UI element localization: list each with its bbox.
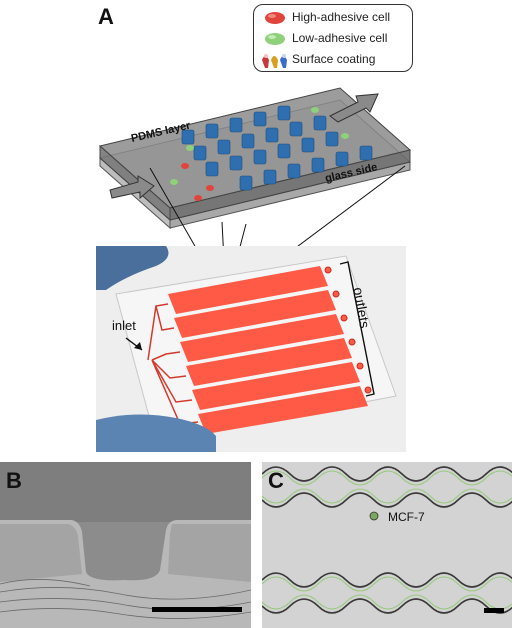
legend: High-adhesive cell Low-adhesive cell Sur… (253, 4, 413, 72)
glove-bottom (96, 414, 216, 452)
wavy-channel-walls (262, 466, 512, 614)
micrograph-c: C MCF-7 (262, 462, 512, 628)
scale-bar-b (152, 607, 242, 612)
micrograph-b: B (0, 462, 251, 628)
glove-top (96, 246, 169, 290)
outlets-bracket (339, 261, 375, 397)
inlet-label: inlet (112, 318, 136, 333)
inlet-flow-arrow (109, 175, 155, 200)
outlet-flow-arrow (329, 93, 379, 123)
device-schematic: PDMS layer glass side (98, 87, 412, 230)
panel-label-c: C (268, 468, 284, 493)
panel-label-a: A (98, 4, 114, 29)
legend-label: Surface coating (292, 52, 376, 66)
inlet-arrow-icon (134, 342, 142, 350)
panel-label-b: B (6, 468, 22, 493)
legend-item-high-adhesive: High-adhesive cell (254, 8, 414, 28)
surface-coating-icon (262, 54, 287, 68)
mcf7-label: MCF-7 (388, 510, 425, 524)
low-adhesive-cell-icon (265, 33, 285, 45)
mcf7-cell (369, 511, 379, 521)
legend-item-low-adhesive: Low-adhesive cell (254, 29, 414, 49)
scale-bar-c (484, 608, 504, 613)
legend-label: Low-adhesive cell (292, 31, 388, 45)
microchannels (168, 266, 368, 434)
legend-item-surface-coating: Surface coating (254, 50, 414, 70)
legend-label: High-adhesive cell (292, 10, 391, 24)
pillar-array (181, 105, 373, 191)
cells (170, 107, 349, 201)
high-adhesive-cell-icon (265, 12, 285, 24)
device-photo: inlet outlets (96, 246, 406, 452)
